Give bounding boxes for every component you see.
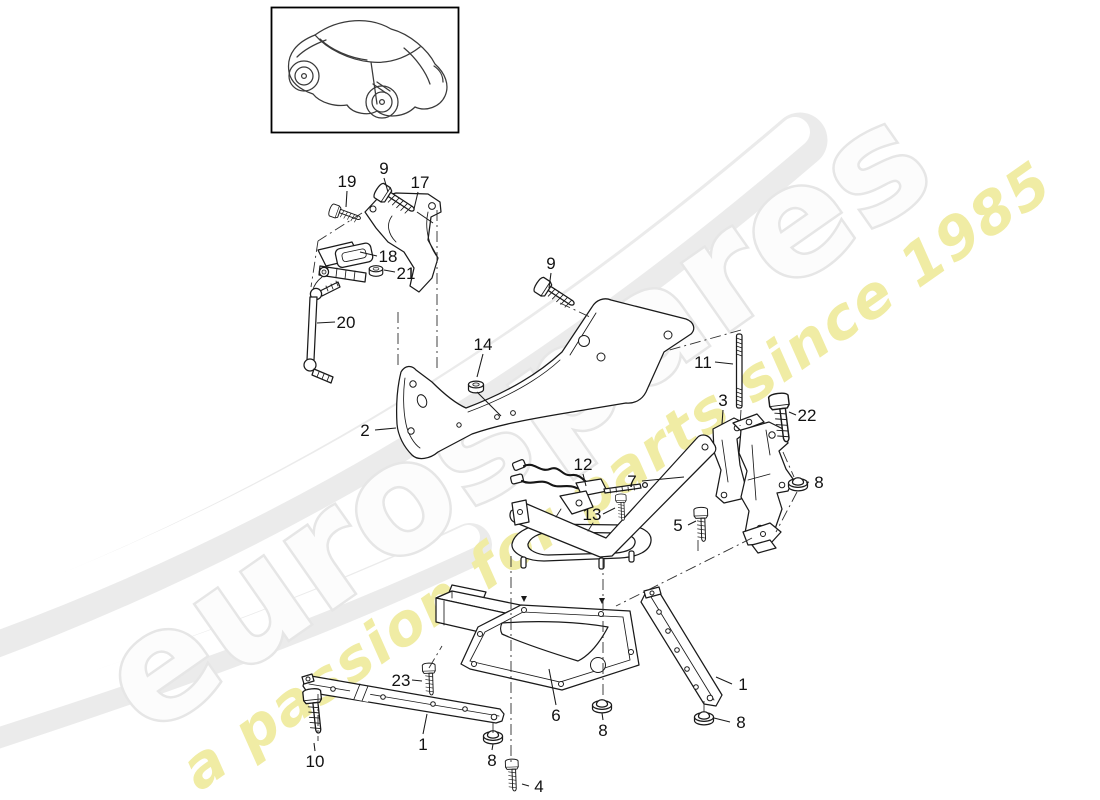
callout-leader	[476, 353, 484, 378]
callout-9: 9	[379, 159, 388, 178]
part-6-skid-plate	[460, 596, 640, 691]
callout-leader	[374, 427, 397, 431]
callout-8: 8	[598, 721, 607, 740]
callout-leader	[715, 676, 733, 685]
callout-leader	[548, 272, 552, 289]
callout-18: 18	[379, 247, 398, 266]
detail-line	[416, 211, 434, 224]
vehicle-thumbnail	[270, 6, 460, 134]
detail-line	[476, 391, 502, 417]
callout-leader	[359, 251, 378, 257]
dash-dot-guide	[317, 212, 363, 242]
dash-dot-guide	[559, 302, 591, 318]
dash-dot-guide	[428, 645, 443, 669]
callout-leader	[491, 743, 494, 751]
part-11-stud	[735, 333, 743, 409]
dash-dot-guide	[310, 240, 319, 288]
callout-leader	[602, 507, 616, 515]
part-1-rail-right	[640, 586, 723, 707]
callout-8: 8	[487, 751, 496, 770]
dash-dot-guide	[665, 329, 742, 352]
callout-7: 7	[627, 472, 636, 491]
part-18-level-sensor	[312, 241, 374, 291]
nut-8-rail-right	[693, 711, 715, 726]
callout-leader	[805, 481, 810, 484]
callout-8: 8	[736, 713, 745, 732]
callout-leader	[313, 742, 316, 752]
callout-leader	[641, 476, 685, 482]
callout-10: 10	[306, 752, 325, 771]
callout-1: 1	[738, 675, 747, 694]
callout-leader	[687, 520, 697, 526]
callout-3: 3	[718, 391, 727, 410]
callout-leader	[548, 668, 557, 706]
dash-dot-guide	[775, 491, 798, 533]
part-21-nut	[368, 265, 384, 277]
part-2-crossmember-bracket	[396, 298, 695, 460]
callout-17: 17	[411, 173, 430, 192]
callout-leader	[345, 190, 348, 208]
callout-23: 23	[392, 671, 411, 690]
callout-leader	[413, 191, 419, 210]
dash-dot-guide	[615, 537, 753, 607]
callout-22: 22	[798, 406, 817, 425]
vehicle-thumbnail-frame	[270, 6, 460, 134]
callout-5: 5	[673, 516, 682, 535]
callout-leader	[383, 269, 396, 273]
callout-leader	[721, 409, 724, 425]
callout-leader	[521, 783, 530, 787]
part-20-link-rod	[303, 280, 341, 384]
callout-14: 14	[474, 335, 493, 354]
part-14-nut	[467, 380, 485, 394]
callout-1: 1	[418, 735, 427, 754]
callout-leader	[422, 713, 428, 735]
part-12-wiring-harness	[510, 459, 649, 515]
callout-11: 11	[694, 353, 712, 372]
alignment-guides	[310, 210, 798, 763]
callout-leader	[601, 712, 604, 721]
callout-4: 4	[534, 777, 543, 796]
callout-leader	[582, 473, 587, 487]
callout-leader	[316, 321, 336, 324]
callout-8: 8	[814, 473, 823, 492]
callout-leader	[788, 411, 797, 416]
callout-leader	[714, 361, 734, 365]
car-sketch-icon	[287, 20, 448, 119]
callout-19: 19	[338, 172, 357, 191]
callout-12: 12	[574, 455, 593, 474]
callout-leader	[383, 177, 389, 193]
callout-13: 13	[583, 505, 602, 524]
callout-20: 20	[337, 313, 356, 332]
callout-6: 6	[551, 706, 560, 725]
callout-leader	[411, 679, 423, 682]
part-3-bracket-assembly	[712, 413, 794, 554]
callout-2: 2	[360, 421, 369, 440]
part-1-rail-left	[301, 673, 505, 724]
callout-9: 9	[546, 254, 555, 273]
watermark-swoosh	[0, 112, 828, 749]
dash-dot-guide	[782, 451, 795, 478]
callout-21: 21	[397, 264, 416, 283]
callout-leader	[713, 717, 731, 723]
detail-lines	[416, 211, 502, 417]
nut-8-right	[787, 477, 809, 492]
nut-8-center	[591, 699, 613, 714]
dash-dot-guide	[739, 409, 742, 427]
